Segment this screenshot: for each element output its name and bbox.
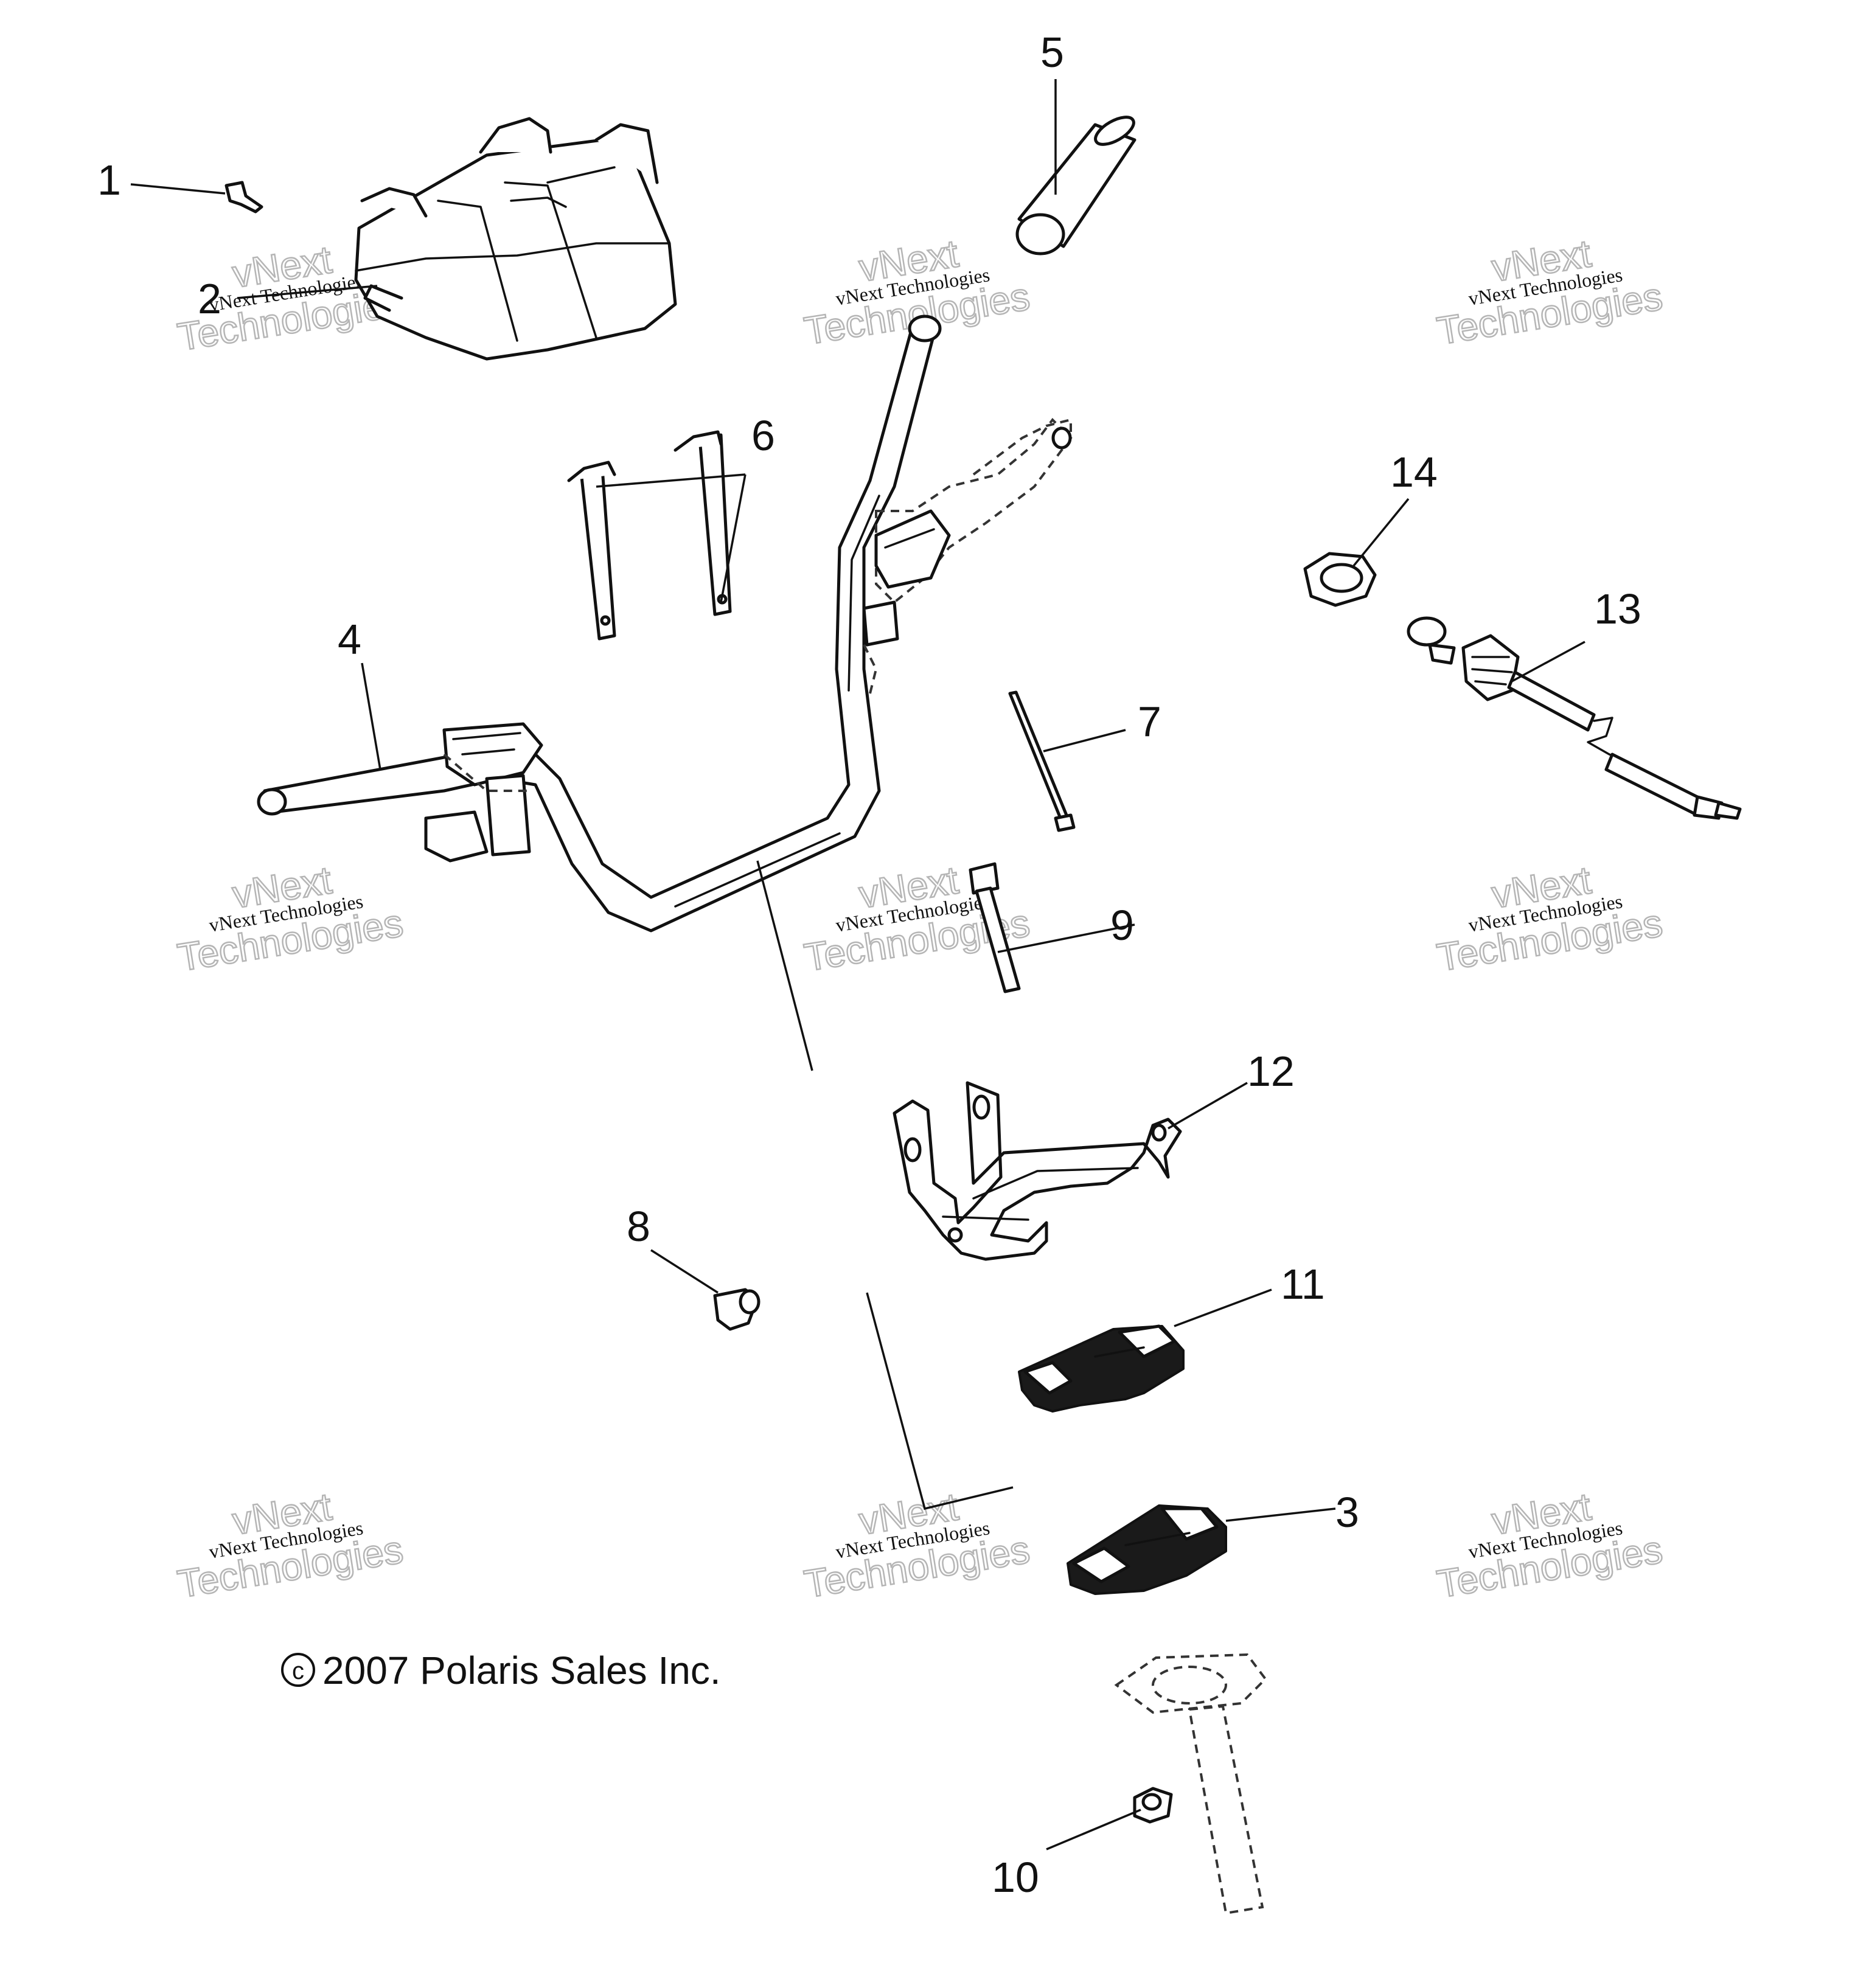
part-7-cable-tie <box>1008 690 1076 832</box>
copyright-text: 2007 Polaris Sales Inc. <box>322 1649 721 1692</box>
callout-7: 7 <box>1138 698 1161 745</box>
watermark-br: vNext vNext Technologies Technologies <box>1433 1484 1666 1607</box>
part-10-steering-post <box>1114 1653 1267 1915</box>
leader-14 <box>1352 498 1410 567</box>
part-3-lower-clamp <box>1067 1504 1227 1595</box>
part-9-bolt <box>969 862 1021 993</box>
part-2-handlebar-cover <box>354 117 677 361</box>
callout-2: 2 <box>198 275 221 322</box>
part-4-handlebar <box>257 315 1073 933</box>
watermark-ml: vNext vNext Technologies Technologies <box>174 857 407 981</box>
leader-4 <box>361 662 381 770</box>
leader-6a <box>596 473 746 488</box>
leader-10 <box>1046 1809 1141 1851</box>
part-12-mount-bracket <box>893 1081 1182 1261</box>
callout-6: 6 <box>751 412 775 459</box>
watermark-mr: vNext vNext Technologies Technologies <box>1433 857 1666 981</box>
callout-1: 1 <box>97 156 121 204</box>
callout-8: 8 <box>627 1203 650 1250</box>
leader-9 <box>997 923 1135 953</box>
leader-3 <box>1225 1507 1336 1522</box>
callout-10: 10 <box>992 1854 1039 1901</box>
copyright-symbol-ring <box>281 1653 315 1687</box>
callout-5: 5 <box>1040 29 1064 76</box>
callout-14: 14 <box>1390 448 1438 496</box>
part-11-upper-clamp <box>1018 1324 1185 1413</box>
watermark-bc: vNext vNext Technologies Technologies <box>801 1484 1034 1607</box>
part-14-nut <box>1303 552 1377 607</box>
leader-lines <box>130 79 1585 1851</box>
callout-9: 9 <box>1110 902 1134 949</box>
part-8-small-bolt <box>713 1288 760 1331</box>
watermark-tr: vNext vNext Technologies Technologies <box>1433 231 1666 354</box>
callout-12: 12 <box>1247 1048 1295 1095</box>
callout-11: 11 <box>1281 1260 1325 1308</box>
callout-group: 1 2 3 4 5 6 7 8 9 10 11 12 13 14 <box>97 29 1641 1901</box>
leader-2 <box>237 285 378 299</box>
leader-4-drop <box>756 860 813 1071</box>
leader-13 <box>1511 641 1585 683</box>
part-5-grip <box>1015 116 1136 255</box>
copyright-symbol: c <box>292 1658 304 1684</box>
callout-4: 4 <box>338 616 361 663</box>
watermark-group: vNext vNext Technologies Technologies vN… <box>174 231 1666 1607</box>
leader-11 <box>1174 1288 1272 1327</box>
watermark-bl: vNext vNext Technologies Technologies <box>174 1484 407 1607</box>
part-6-brackets <box>567 430 732 641</box>
leader-4-drop2 <box>866 1292 1014 1510</box>
leader-7 <box>1043 729 1126 752</box>
callout-3: 3 <box>1335 1489 1359 1536</box>
leader-12 <box>1168 1082 1248 1130</box>
callout-13: 13 <box>1594 585 1641 633</box>
part-1-rivet <box>224 181 263 214</box>
leader-1 <box>130 183 226 195</box>
copyright-notice: c 2007 Polaris Sales Inc. <box>281 1649 721 1692</box>
part-13-cable <box>1407 616 1742 820</box>
leader-6b <box>720 474 747 603</box>
leader-8 <box>650 1249 719 1294</box>
